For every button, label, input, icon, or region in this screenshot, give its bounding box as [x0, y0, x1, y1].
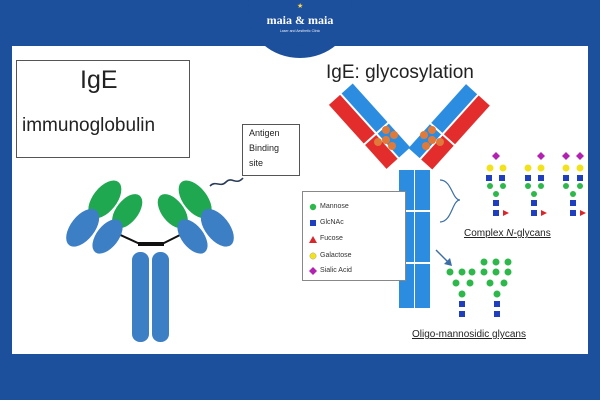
right-ab-left-blue-1: [341, 83, 388, 133]
logo-text: maia & maia: [266, 13, 334, 27]
right-ab-right-blue-1: [431, 84, 478, 133]
stem-block-3-right: [415, 264, 430, 308]
right-ab-left-red-1: [328, 94, 375, 144]
left-title: IgE: [80, 66, 118, 94]
legend-label-fucose: Fucose: [320, 235, 343, 242]
left-arm-light-variable: [88, 180, 122, 219]
glycan-sites: [374, 126, 444, 150]
brace: [439, 179, 461, 223]
bottom-band: [0, 354, 600, 400]
antigen-label-line-1: Antigen: [249, 128, 280, 138]
legend-box: [302, 191, 406, 281]
complex-glycan-3: [562, 152, 586, 216]
complex-glycan-1: [486, 152, 509, 216]
oligo-glycan-2: [480, 258, 512, 317]
stem-block-1-right: [415, 170, 430, 210]
legend-label-glcnac: GlcNAc: [320, 219, 344, 226]
legend-label-mannose: Mannose: [320, 203, 349, 210]
oligo-glycan-1: [446, 268, 476, 317]
left-arm-heavy-constant: [92, 219, 123, 254]
complex-glycan-2: [524, 152, 547, 216]
right-ab-left-red-2: [365, 135, 398, 169]
legend-mannose-icon: [309, 203, 317, 211]
legend-galactose-icon: [309, 252, 317, 260]
hinge-bar: [138, 242, 164, 246]
legend-sialic-icon: [309, 267, 317, 275]
legend-glcnac-icon: [310, 220, 316, 226]
right-arm-heavy-variable: [157, 194, 188, 229]
stem-chain-right: [152, 252, 169, 342]
left-arm-heavy-variable: [112, 194, 143, 229]
right-arm-light-variable: [178, 180, 212, 219]
antigen-label-line-2: Binding: [249, 143, 280, 153]
arrow-head: [444, 258, 452, 266]
title-box: [16, 60, 190, 158]
oligo-glycans-label: Oligo-mannosidic glycans: [412, 329, 526, 340]
logo-star-icon: ★: [297, 2, 303, 10]
legend-label-sialic-acid: Sialic Acid: [320, 267, 352, 274]
antigen-label-line-3: site: [249, 158, 264, 168]
antigen-label-box: [242, 124, 300, 176]
stem-chain-left: [132, 252, 149, 342]
left-arm-light-constant: [66, 208, 100, 247]
legend-label-galactose: Galactose: [320, 252, 352, 259]
right-ab-right-red-1: [443, 95, 490, 145]
legend-fucose-icon: [309, 236, 317, 243]
left-subtitle: immunoglobulin: [22, 115, 156, 136]
stem-block-2-right: [415, 212, 430, 262]
right-arm-heavy-constant: [177, 219, 208, 254]
glycosylation-title: IgE: glycosylation: [326, 62, 474, 83]
complex-glycans-label: Complex N-glycans: [464, 228, 551, 239]
logo-tagline: Laser and Aesthetic Clinic: [279, 29, 321, 33]
antigen-squiggle: [209, 177, 244, 187]
right-ab-right-red-2: [421, 135, 454, 170]
right-arm-light-constant: [200, 208, 234, 247]
